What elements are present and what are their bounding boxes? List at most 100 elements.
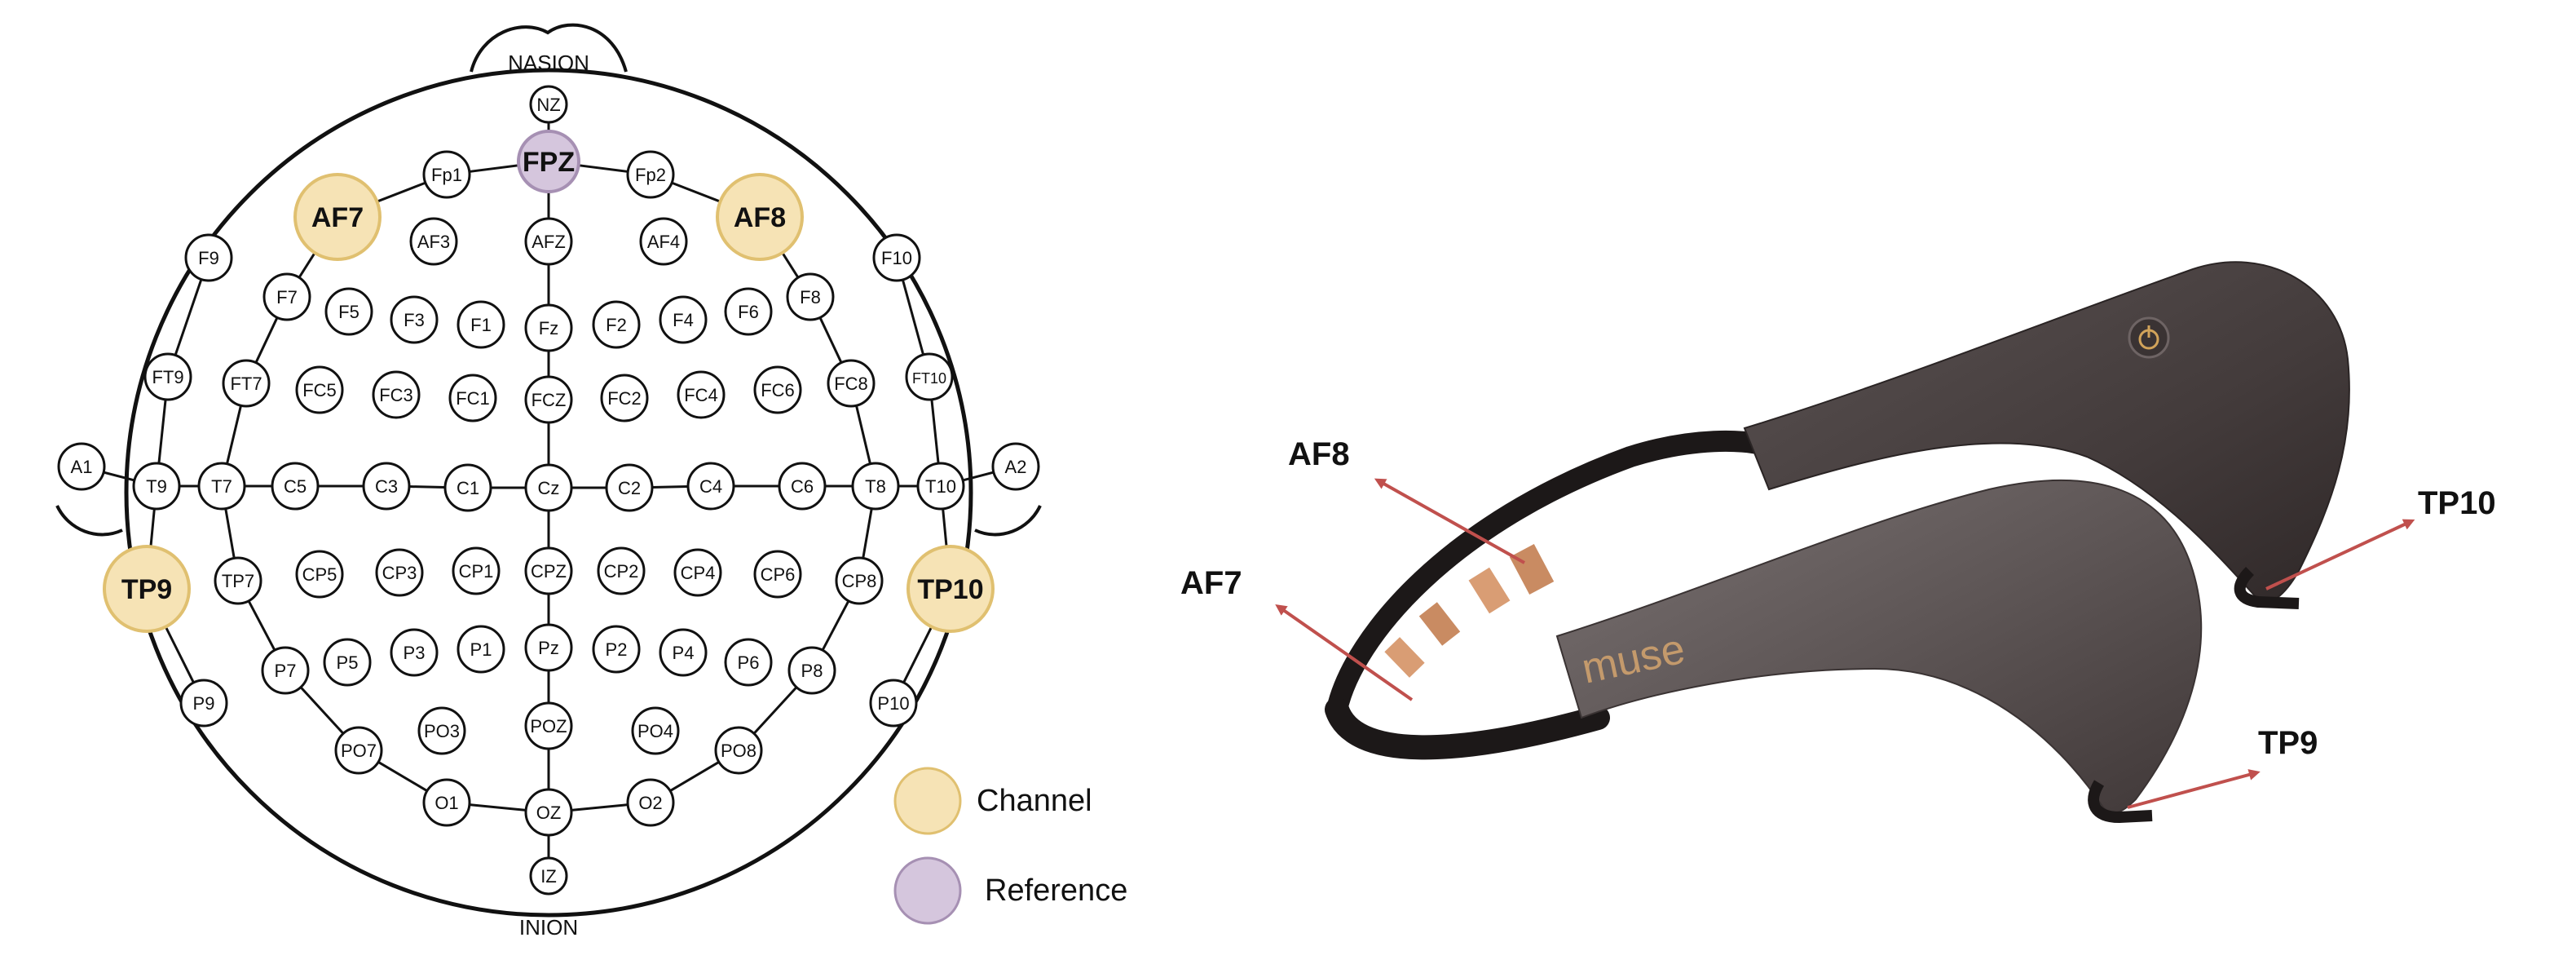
electrode-fcz: FCZ — [524, 375, 573, 424]
connector-t9-tp9 — [149, 508, 156, 547]
electrode-label: F1 — [470, 315, 492, 335]
left-ear — [55, 505, 123, 537]
connector-ft9-t9 — [157, 399, 167, 464]
electrode-label: P8 — [801, 661, 823, 681]
af7-arrow — [1275, 604, 1414, 701]
electrode-label: FC5 — [302, 380, 337, 400]
electrode-circle — [524, 623, 573, 672]
electrode-circle — [443, 463, 492, 512]
electrode-label: F9 — [198, 248, 219, 268]
electrode-label: F10 — [881, 248, 912, 268]
electrode-circle — [916, 462, 965, 511]
electrode-label: TP9 — [121, 574, 172, 605]
electrode-circle — [592, 625, 641, 674]
electrode-label: P3 — [404, 643, 426, 663]
arm-front-tail — [2088, 780, 2153, 824]
electrode-ft10: FT10 — [905, 352, 954, 401]
electrode-cpz: CPZ — [524, 546, 573, 595]
electrode-circle — [786, 272, 835, 321]
electrode-oz: OZ — [524, 788, 573, 837]
electrode-circle — [262, 272, 311, 321]
connector-tp10-p10 — [902, 626, 933, 683]
electrode-p7: P7 — [261, 646, 310, 695]
connector-f10-ft10 — [901, 279, 925, 356]
connector-tp7-p7 — [247, 600, 276, 651]
legend-reference-swatch — [893, 856, 962, 925]
electrode-p10: P10 — [869, 679, 918, 728]
electrode-circle — [659, 295, 708, 344]
electrode-circle — [362, 462, 411, 511]
connector-af7-f7 — [298, 252, 316, 279]
electrode-circle — [592, 300, 641, 349]
legend-channel-swatch — [893, 767, 962, 835]
electrode-af4: AF4 — [639, 217, 688, 266]
electrode-circle — [686, 462, 735, 511]
legend: Channel Reference — [893, 767, 1127, 925]
electrode-f2: F2 — [592, 300, 641, 349]
power-icon[interactable] — [2128, 316, 2170, 359]
electrode-label: CP5 — [302, 564, 337, 585]
electrode-circle — [375, 548, 424, 597]
electrode-po3: PO3 — [417, 706, 466, 755]
electrode-label: P1 — [470, 639, 492, 660]
electrode-c1: C1 — [443, 463, 492, 512]
electrode-label: PO3 — [424, 721, 460, 741]
electrode-circle — [639, 217, 688, 266]
electrode-label: A1 — [71, 457, 93, 477]
electrode-connectors — [103, 122, 995, 858]
electrode-circle — [214, 556, 262, 605]
connector-f7-ft7 — [254, 316, 279, 364]
electrode-label: C4 — [699, 476, 722, 497]
electrode-label: CP6 — [761, 564, 796, 585]
electrode-circle — [132, 462, 181, 511]
electrode-pz: Pz — [524, 623, 573, 672]
connector-ft10-t10 — [930, 399, 940, 464]
electrode-circle — [524, 375, 573, 424]
connector-fpz-fp1 — [469, 164, 519, 173]
connector-p7-po7 — [299, 686, 345, 735]
electrode-circle — [517, 130, 580, 193]
connector-p8-po8 — [752, 686, 798, 735]
electrode-label: T8 — [865, 476, 886, 497]
electrode-label: C1 — [457, 478, 479, 498]
electrode-circle — [222, 359, 271, 408]
electrode-label: FC3 — [379, 385, 413, 405]
electrode-label: CP3 — [382, 563, 417, 583]
electrode-label: Fz — [539, 318, 558, 338]
electrode-cp4: CP4 — [673, 548, 722, 597]
electrode-circle — [529, 85, 568, 124]
electrode-af3: AF3 — [409, 217, 458, 266]
band-arm-front — [1555, 479, 2203, 814]
connector-f9-ft9 — [174, 279, 203, 356]
sensor-pad — [1509, 544, 1555, 595]
electrode-label: C3 — [375, 476, 398, 497]
electrode-label: AF3 — [417, 232, 450, 252]
electrode-label: F2 — [606, 315, 627, 335]
electrode-fc1: FC1 — [448, 374, 497, 422]
sensor-pad — [1418, 602, 1461, 646]
connector-cp8-p8 — [821, 600, 850, 651]
connector-a1-t9 — [103, 471, 135, 482]
legend-reference-label: Reference — [985, 873, 1127, 908]
electrode-label: CP1 — [459, 561, 494, 582]
electrode-label: P9 — [193, 693, 215, 714]
connector-ft7-t7 — [226, 405, 242, 465]
muse-headband: muse AF8 AF7 TP10 TP9 — [1180, 261, 2496, 824]
electrode-circle — [827, 359, 876, 408]
electrode-label: O2 — [638, 793, 662, 813]
connector-c3-c1 — [408, 485, 446, 489]
electrode-circle — [673, 548, 722, 597]
electrode-circle — [753, 550, 802, 599]
electrode-circle — [179, 679, 228, 728]
electrode-label: O1 — [434, 793, 458, 813]
electrode-circle — [626, 150, 675, 199]
electrode-circle — [905, 352, 954, 401]
electrode-label: POZ — [530, 716, 567, 736]
electrode-label: Fp2 — [635, 165, 666, 185]
connector-t10-tp10 — [942, 508, 948, 547]
electrode-circle — [778, 462, 827, 511]
electrode-a2: A2 — [991, 442, 1040, 491]
electrode-tp9: TP9 — [103, 545, 191, 633]
